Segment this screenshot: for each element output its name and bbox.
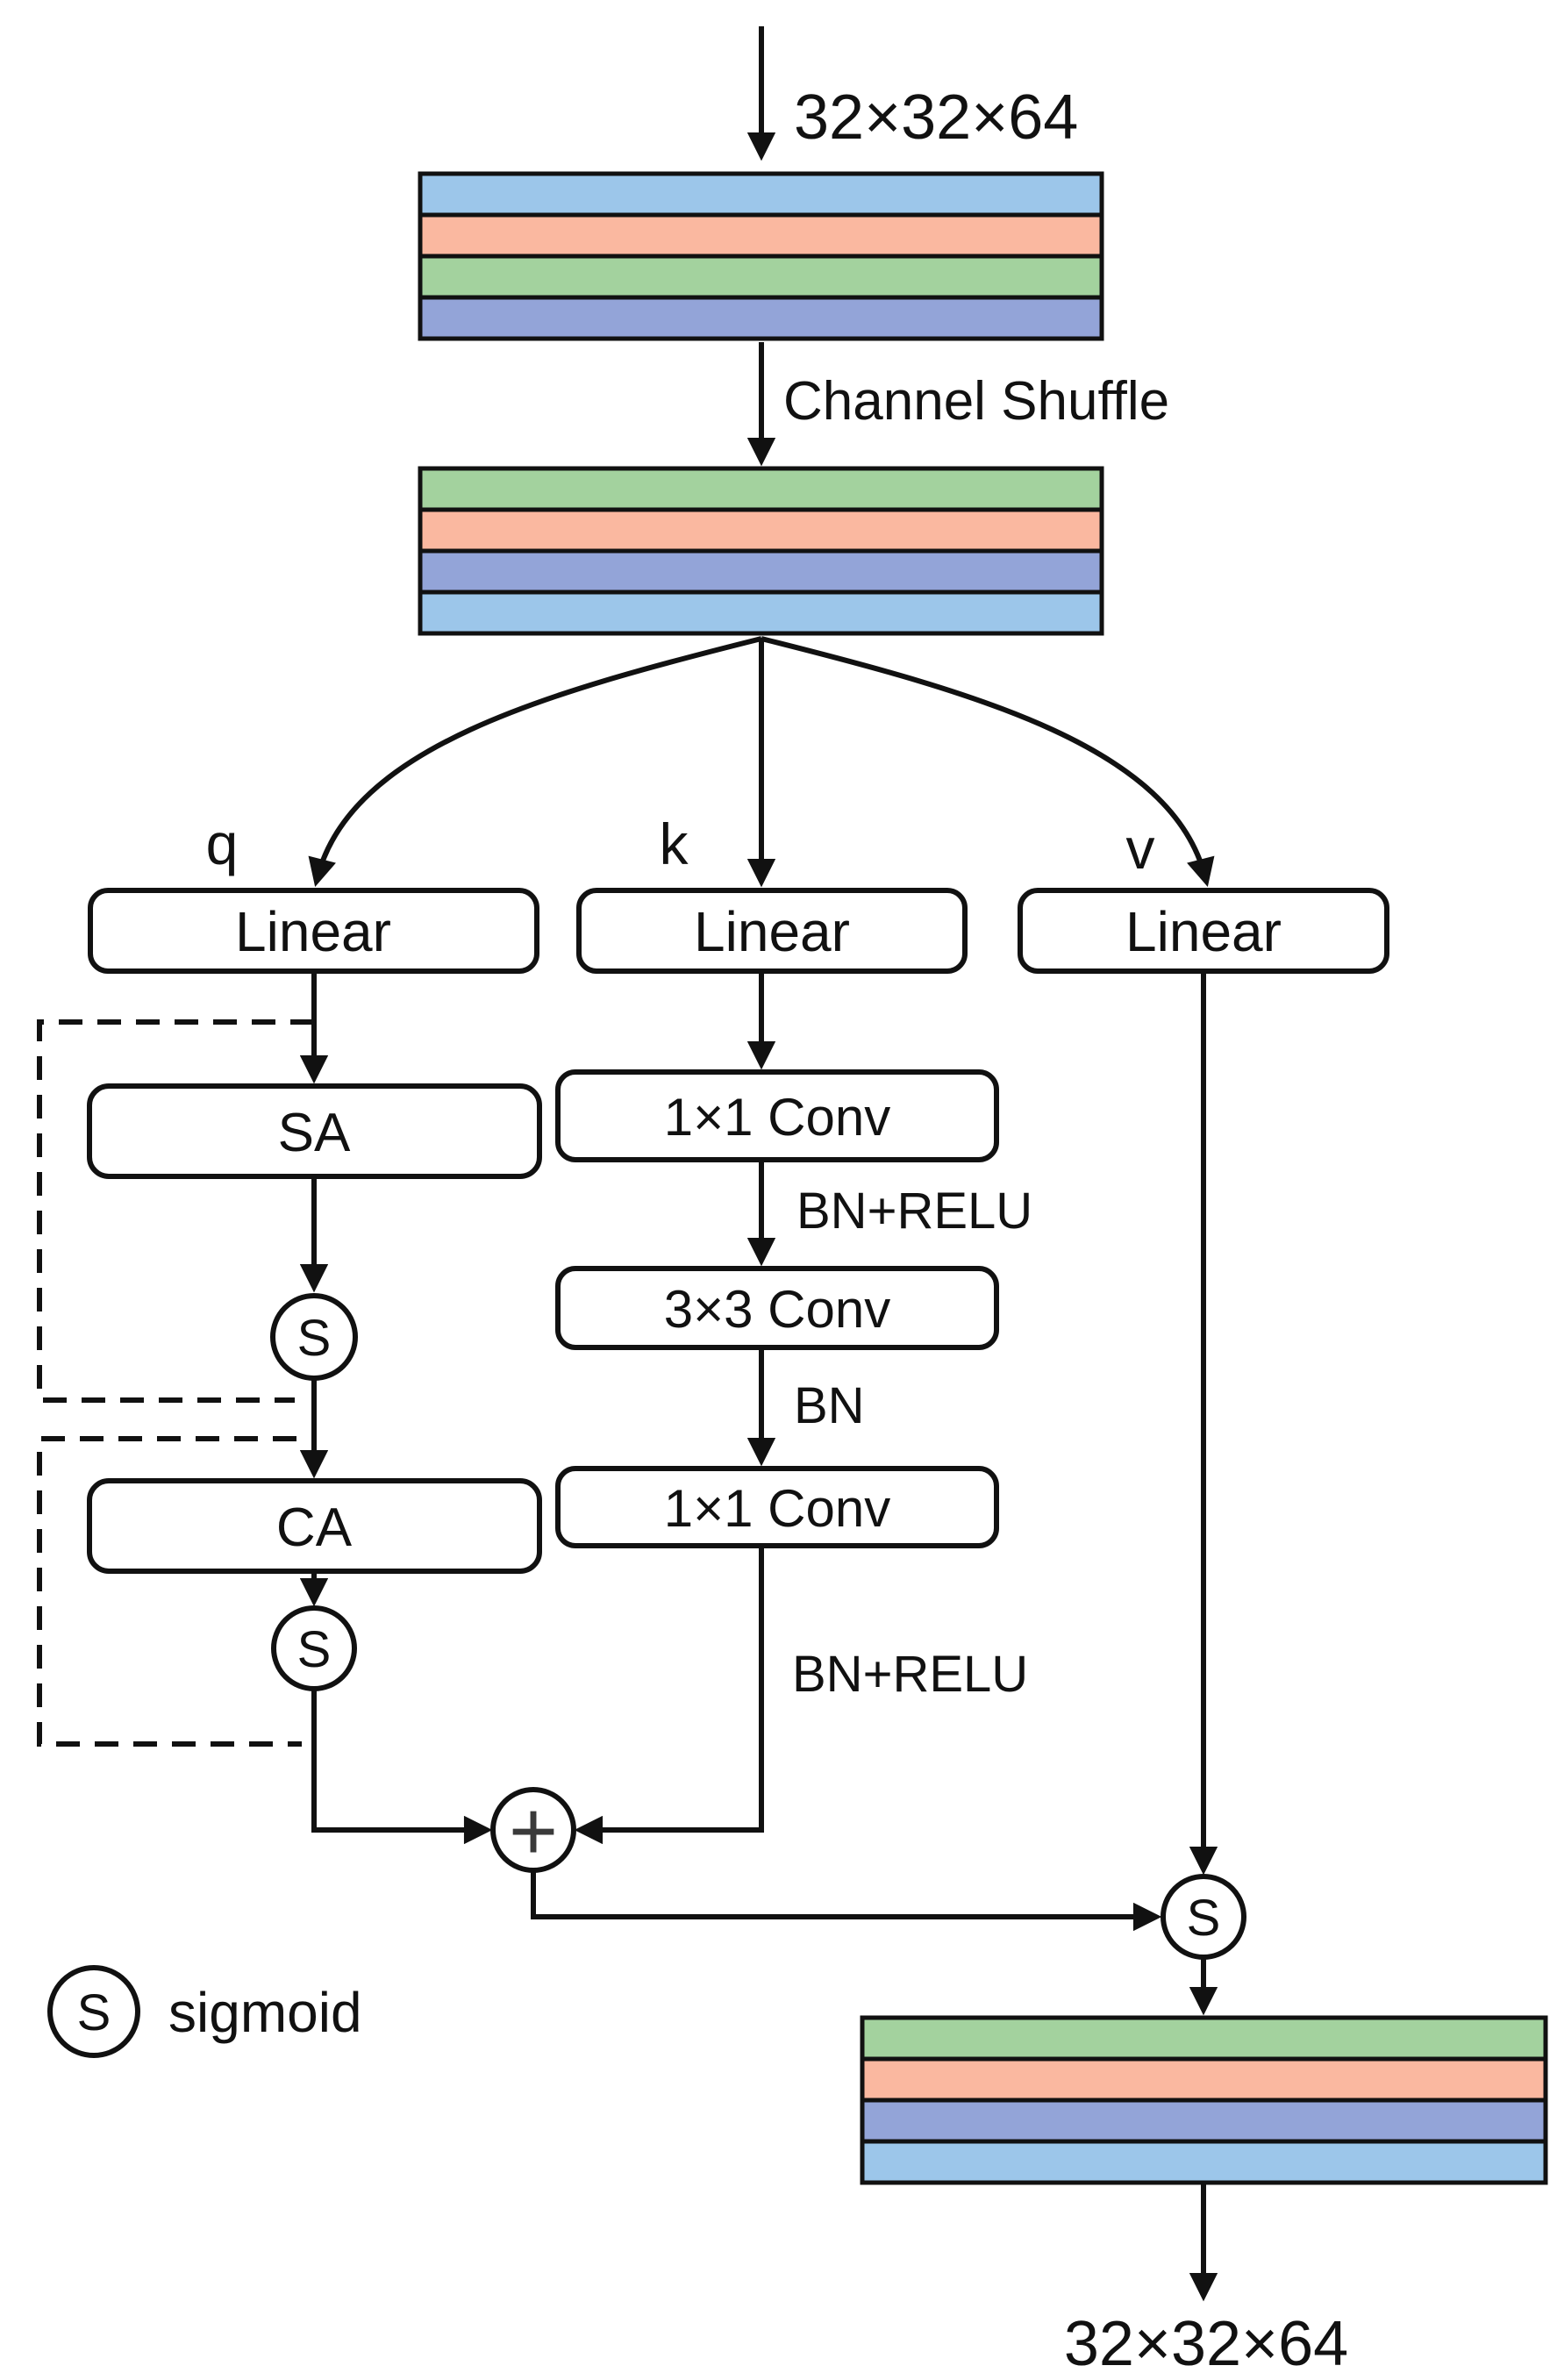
- sigmoid-symbol-2: S: [297, 1621, 332, 1678]
- shuffled-bar-green: [418, 466, 1104, 512]
- linear-q-label: Linear: [235, 900, 391, 963]
- sa-label: SA: [278, 1103, 351, 1163]
- conv1x1-label-2: 1×1 Conv: [664, 1479, 891, 1538]
- linear-k-label: Linear: [694, 900, 850, 963]
- legend-sigmoid-text: sigmoid: [168, 1981, 362, 2044]
- sa-dashed-skip-connection: [37, 1019, 314, 1403]
- conv3-to-add-elbow: [574, 1546, 764, 1845]
- sigmoid2-to-add-elbow: [311, 1689, 493, 1845]
- output-feature-stack: [860, 2015, 1548, 2185]
- shuffled-bar-salmon: [418, 507, 1104, 554]
- sigmoid-symbol-1: S: [297, 1310, 332, 1367]
- input-bar-salmon: [418, 212, 1104, 259]
- linear-k-box: [576, 888, 968, 974]
- shuffled-bar-periwinkle: [418, 548, 1104, 595]
- legend-sigmoid-symbol: S: [77, 1984, 111, 2041]
- ca-dashed-skip-connection: [37, 1436, 302, 1747]
- add-icon: +: [509, 1784, 558, 1878]
- bn-relu-label-1: BN+RELU: [796, 1183, 1032, 1240]
- v-branch-curve: [761, 636, 1215, 887]
- output-bar-periwinkle: [860, 2098, 1548, 2144]
- bn-label: BN: [794, 1377, 865, 1434]
- q-branch-curve: [308, 636, 762, 887]
- output-dims-label: 32×32×64: [1064, 2309, 1348, 2379]
- branch-v-label: v: [1126, 816, 1155, 881]
- legend: S sigmoid: [47, 1965, 362, 2058]
- bn-relu-label-2: BN+RELU: [792, 1646, 1028, 1703]
- conv1x1-box-2: [555, 1466, 999, 1548]
- output-bar-green: [860, 2015, 1548, 2062]
- add-to-sigmoid-elbow: [531, 1870, 1162, 1932]
- sigmoid-symbol-3: S: [1187, 1890, 1221, 1947]
- input-dims-label: 32×32×64: [794, 82, 1078, 153]
- shuffled-bar-light-blue: [418, 590, 1104, 636]
- conv1x1-label-1: 1×1 Conv: [664, 1088, 891, 1147]
- conv3x3-box: [555, 1266, 999, 1350]
- conv1x1-box-1: [555, 1069, 999, 1162]
- ca-label: CA: [276, 1497, 353, 1558]
- input-feature-stack: [418, 171, 1104, 341]
- input-bar-green: [418, 254, 1104, 300]
- input-bar-light-blue: [418, 171, 1104, 218]
- conv3x3-label: 3×3 Conv: [664, 1280, 891, 1339]
- shuffled-feature-stack: [418, 466, 1104, 636]
- output-bar-salmon: [860, 2056, 1548, 2103]
- channel-shuffle-label: Channel Shuffle: [783, 371, 1169, 432]
- input-bar-periwinkle: [418, 295, 1104, 341]
- branch-q-label: q: [206, 811, 239, 876]
- branch-k-label: k: [660, 811, 689, 876]
- linear-v-label: Linear: [1125, 900, 1282, 963]
- legend-sigmoid-circle: [47, 1965, 140, 2058]
- output-bar-light-blue: [860, 2139, 1548, 2185]
